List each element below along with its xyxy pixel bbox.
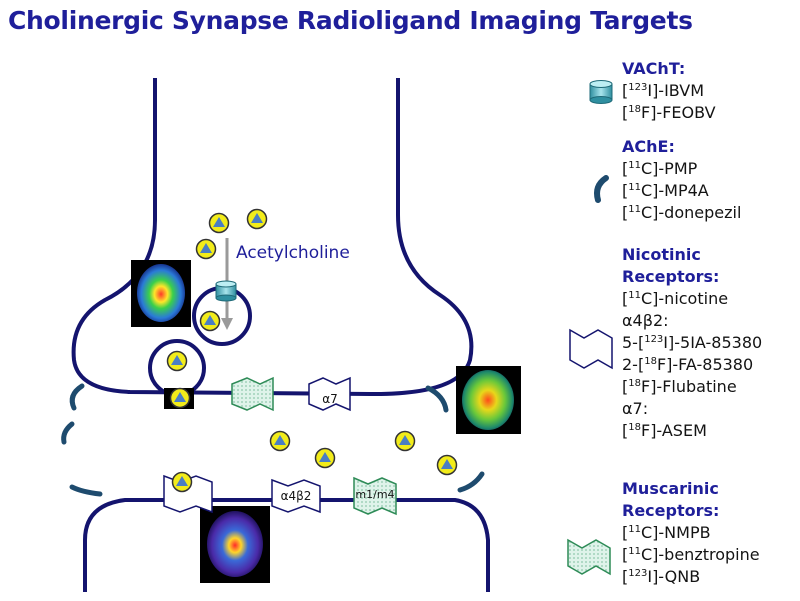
acetylcholine-molecule (195, 238, 217, 260)
page-title: Cholinergic Synapse Radioligand Imaging … (8, 6, 693, 35)
legend-muscarinic-heading: Muscarinic (622, 479, 719, 498)
legend-vacht: VAChT: [123I]-IBVM [18F]-FEOBV (622, 58, 716, 124)
alpha7-label: α7 (322, 392, 338, 406)
vacht-cylinder-icon (589, 80, 613, 104)
ache-enzymes (61, 383, 485, 497)
ache-curve-icon (594, 175, 609, 203)
muscarinic-receptor-icon (567, 538, 611, 576)
acetylcholine-molecule (246, 208, 268, 230)
legend-item: [18F]-FEOBV (622, 103, 716, 122)
presynaptic-membrane (71, 78, 474, 397)
postsynaptic-membrane (83, 498, 490, 592)
acetylcholine-molecules (166, 208, 458, 493)
pet-scan-image (456, 366, 521, 434)
acetylcholine-molecule (171, 471, 193, 493)
vacht-transporter (215, 280, 237, 302)
m1m4-label: m1/m4 (355, 488, 394, 501)
acetylcholine-molecule (314, 447, 336, 469)
legend-item: α7: (622, 399, 649, 418)
legend-item: α4β2: (622, 311, 669, 330)
alpha4beta2-label: α4β2 (281, 489, 312, 503)
acetylcholine-molecule (208, 212, 230, 234)
acetylcholine-molecule (436, 454, 458, 476)
acetylcholine-molecule (166, 350, 188, 372)
acetylcholine-molecule (269, 430, 291, 452)
legend-item: [18F]-ASEM (622, 421, 707, 440)
legend-nicotinic-heading: Nicotinic (622, 245, 701, 264)
acetylcholine-molecule (169, 387, 191, 409)
acetylcholine-molecule (394, 430, 416, 452)
legend-item: [123I]-QNB (622, 567, 701, 586)
legend-nicotinic: Nicotinic Receptors: [11C]-nicotine α4β2… (622, 244, 762, 442)
alpha4beta2-receptor (271, 478, 321, 514)
nicotinic-receptor-icon (569, 328, 613, 370)
legend-item: 2-[18F]-FA-85380 (622, 355, 754, 374)
legend-ache-heading: AChE: (622, 137, 675, 156)
alpha7-receptor (308, 376, 351, 412)
muscarinic-receptor-post (353, 476, 397, 516)
pet-scan-image (131, 260, 191, 327)
legend-nicotinic-heading-2: Receptors: (622, 267, 720, 286)
legend-item: 5-[123I]-5IA-85380 (622, 333, 763, 352)
acetylcholine-label: Acetylcholine (236, 243, 350, 263)
legend-item: [11C]-nicotine (622, 289, 729, 308)
legend-item: [11C]-benztropine (622, 545, 760, 564)
legend-item: [18F]-Flubatine (622, 377, 737, 396)
legend-muscarinic-heading-2: Receptors: (622, 501, 720, 520)
legend-item: [11C]-MP4A (622, 181, 709, 200)
legend-item: [11C]-NMPB (622, 523, 711, 542)
legend-muscarinic: Muscarinic Receptors: [11C]-NMPB [11C]-b… (622, 478, 760, 588)
legend-item: [11C]-PMP (622, 159, 698, 178)
pet-scan-image (200, 506, 270, 583)
muscarinic-receptor-pre (231, 376, 274, 412)
acetylcholine-molecule (199, 310, 221, 332)
release-arrowhead (221, 318, 233, 330)
legend-item: [11C]-donepezil (622, 203, 742, 222)
legend-item: [123I]-IBVM (622, 81, 705, 100)
legend-vacht-heading: VAChT: (622, 59, 686, 78)
legend-ache: AChE: [11C]-PMP [11C]-MP4A [11C]-donepez… (622, 136, 741, 224)
